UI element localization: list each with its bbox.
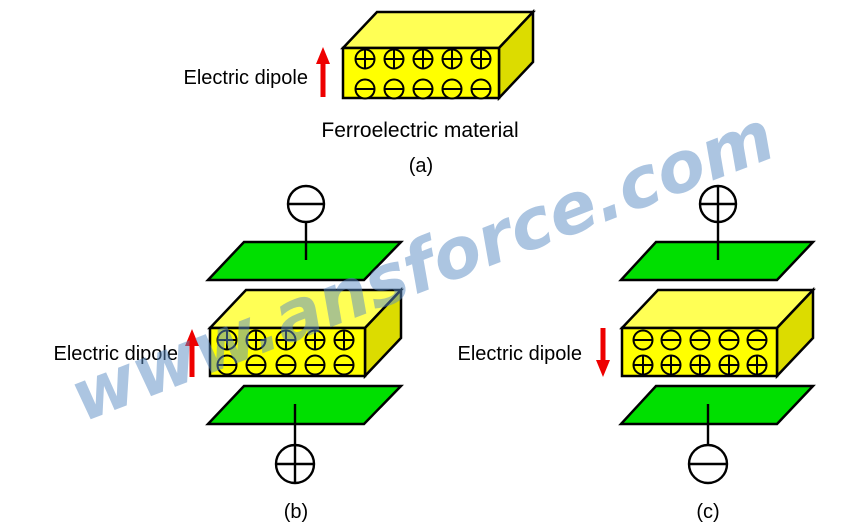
panel-c: Electric dipole (c) [457, 184, 816, 523]
electrode-plate-top [618, 240, 816, 282]
dipole-arrow-down-icon [596, 328, 610, 377]
panel-caption: (a) [409, 155, 433, 177]
minus-charge-icon [354, 78, 376, 100]
electrode-plate-bottom [205, 384, 404, 426]
electrode-plate-top [205, 240, 404, 282]
plus-charge-icon [470, 48, 492, 70]
dipole-label: Electric dipole [457, 343, 582, 365]
plus-charge-icon [746, 354, 768, 376]
dipole-arrow-up-icon [316, 47, 330, 97]
minus-charge-icon [470, 78, 492, 100]
minus-charge-icon [718, 329, 740, 351]
panel-caption: (c) [696, 501, 719, 523]
plus-charge-icon [245, 329, 267, 351]
plus-charge-icon [660, 354, 682, 376]
material-label: Ferroelectric material [321, 119, 518, 142]
dipole-arrow-up-icon [185, 329, 199, 377]
minus-charge-icon [304, 354, 326, 376]
plus-charge-icon [333, 329, 355, 351]
minus-charge-icon [689, 329, 711, 351]
plus-charge-icon [383, 48, 405, 70]
minus-charge-icon [383, 78, 405, 100]
plus-charge-icon [275, 329, 297, 351]
minus-charge-icon [245, 354, 267, 376]
minus-charge-icon [333, 354, 355, 376]
plus-charge-icon [354, 48, 376, 70]
plus-charge-icon [441, 48, 463, 70]
plus-charge-icon [718, 354, 740, 376]
plus-charge-icon [304, 329, 326, 351]
plus-charge-icon [216, 329, 238, 351]
minus-charge-icon [216, 354, 238, 376]
dipole-label: Electric dipole [183, 67, 308, 89]
minus-charge-icon [441, 78, 463, 100]
minus-charge-icon [412, 78, 434, 100]
electrode-plate-bottom [618, 384, 816, 426]
plus-charge-icon [632, 354, 654, 376]
minus-charge-icon [746, 329, 768, 351]
dipole-label: Electric dipole [53, 343, 178, 365]
minus-charge-icon [660, 329, 682, 351]
panel-b: Electric dipole (b) [53, 184, 404, 523]
panel-caption: (b) [284, 501, 308, 523]
plus-charge-icon [412, 48, 434, 70]
plus-charge-icon [689, 354, 711, 376]
minus-charge-icon [632, 329, 654, 351]
panel-a: Electric dipole Ferroelectric material (… [183, 8, 536, 177]
minus-charge-icon [275, 354, 297, 376]
